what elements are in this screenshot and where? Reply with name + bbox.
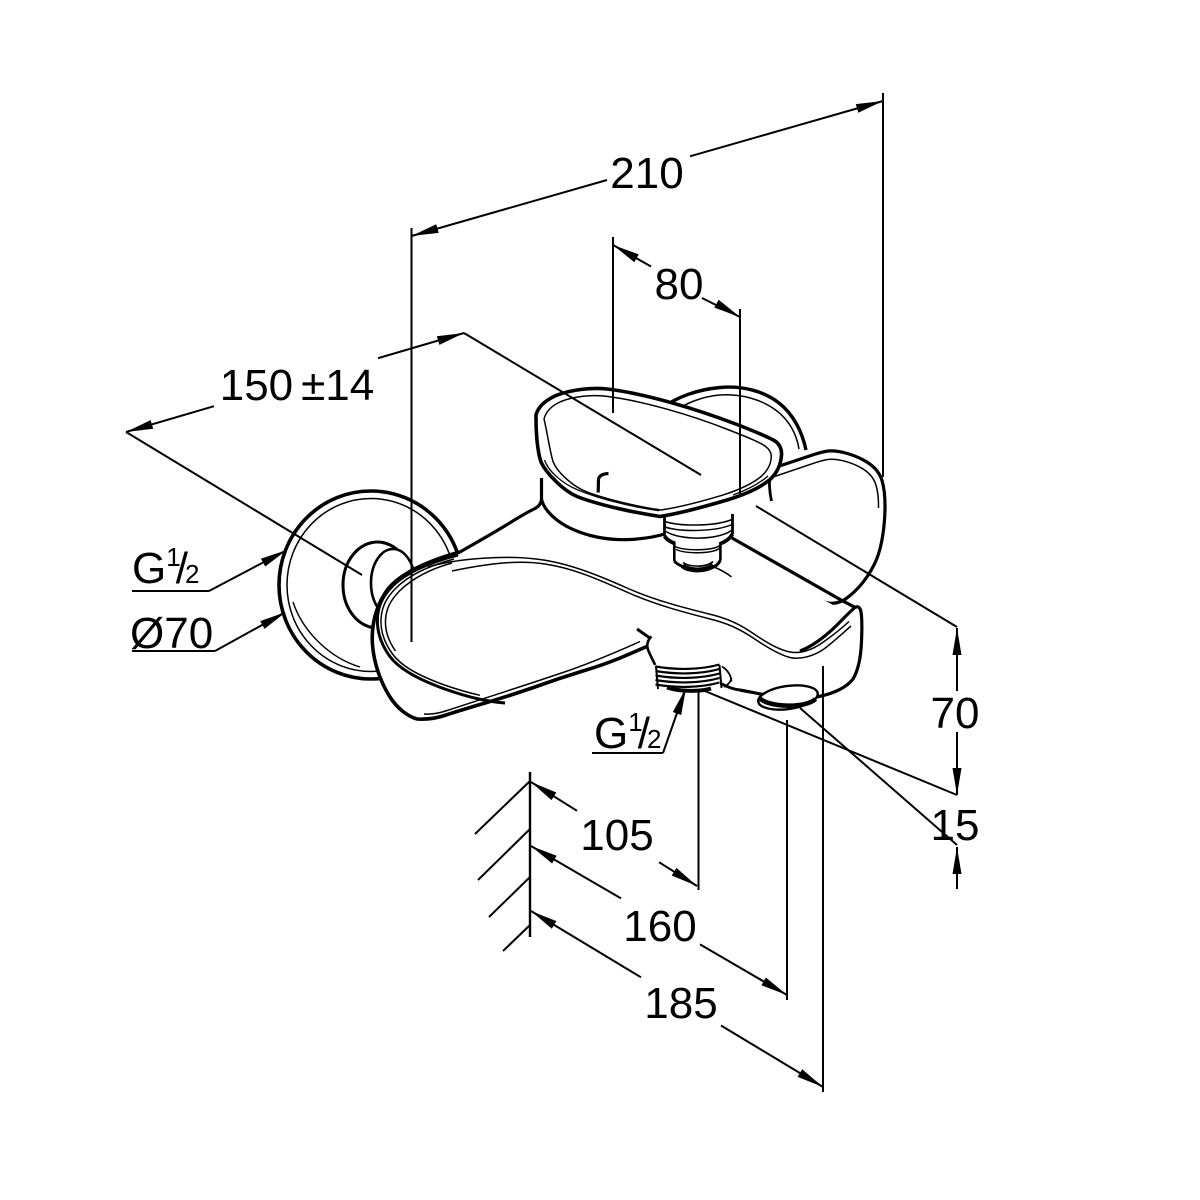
svg-text:70: 70 bbox=[931, 689, 980, 738]
svg-text:185: 185 bbox=[644, 979, 717, 1028]
svg-text:15: 15 bbox=[931, 801, 980, 850]
svg-text:Ø70: Ø70 bbox=[130, 609, 213, 658]
svg-text:80: 80 bbox=[655, 260, 704, 309]
svg-text:G1/2: G1/2 bbox=[132, 542, 199, 593]
svg-text:160: 160 bbox=[623, 902, 696, 951]
svg-text:210: 210 bbox=[610, 149, 683, 198]
svg-text:105: 105 bbox=[580, 811, 653, 860]
